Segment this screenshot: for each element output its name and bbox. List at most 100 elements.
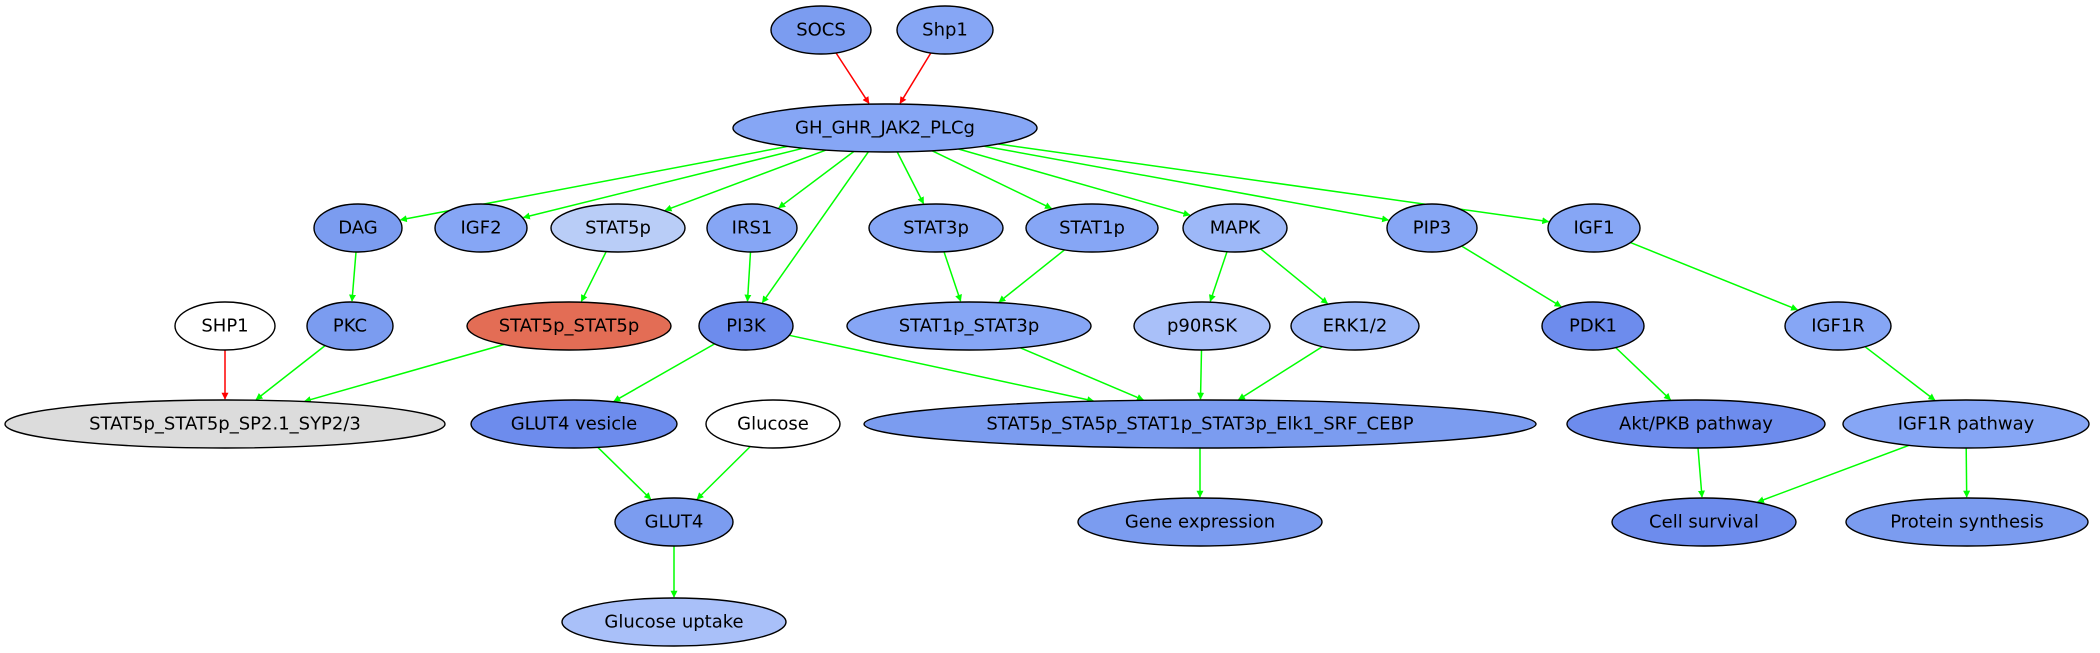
node-label: PI3K bbox=[726, 316, 767, 337]
node-pip3: PIP3 bbox=[1386, 203, 1478, 253]
node-label: Gene expression bbox=[1125, 512, 1275, 533]
node-label: PDK1 bbox=[1569, 316, 1617, 337]
node-cell-survival: Cell survival bbox=[1611, 497, 1797, 547]
node-igf1: IGF1 bbox=[1547, 203, 1641, 253]
node-ellipse bbox=[705, 399, 841, 449]
node-ellipse bbox=[313, 203, 403, 253]
node-label: Cell survival bbox=[1649, 512, 1759, 533]
node-igf1r: IGF1R bbox=[1784, 301, 1892, 351]
node-label: IGF2 bbox=[460, 218, 501, 239]
node-akt: Akt/PKB pathway bbox=[1566, 399, 1826, 449]
edge-pip3-to-pdk1 bbox=[1461, 245, 1562, 308]
node-gh: GH_GHR_JAK2_PLCg bbox=[732, 103, 1038, 153]
node-label: STAT5p_STAT5p_SP2.1_SYP2/3 bbox=[89, 414, 361, 435]
node-shp1: SHP1 bbox=[174, 301, 276, 351]
node-shp1-top: Shp1 bbox=[896, 5, 994, 55]
node-ellipse bbox=[1842, 399, 2090, 449]
edge-akt-to-cell-survival bbox=[1697, 447, 1705, 498]
node-label: Shp1 bbox=[922, 20, 968, 41]
edge-gh-to-mapk bbox=[958, 148, 1191, 217]
node-label: IRS1 bbox=[732, 218, 773, 239]
edge-irs1-to-pi3k bbox=[744, 251, 752, 302]
edge-socs-to-gh bbox=[835, 52, 870, 104]
node-ellipse bbox=[1845, 497, 2089, 547]
node-ellipse bbox=[868, 203, 1004, 253]
node-label: IGF1R bbox=[1811, 316, 1865, 337]
node-erk: ERK1/2 bbox=[1290, 301, 1420, 351]
node-stat5p-sta5p: STAT5p_STA5p_STAT1p_STAT3p_Elk1_SRF_CEBP bbox=[863, 399, 1537, 449]
node-igf2: IGF2 bbox=[434, 203, 528, 253]
node-ellipse bbox=[561, 597, 787, 647]
node-stat5p: STAT5p bbox=[550, 203, 686, 253]
edge-igf1r-to-igf1r-pathway bbox=[1864, 346, 1936, 401]
node-stat1p-stat3p: STAT1p_STAT3p bbox=[846, 301, 1092, 351]
edge-gh-to-stat3p bbox=[896, 151, 925, 205]
node-stat1p: STAT1p bbox=[1025, 203, 1159, 253]
edge-gh-to-stat1p bbox=[931, 150, 1053, 210]
edge-igf1r-pathway-to-cell-survival bbox=[1756, 444, 1910, 504]
edge-pi3k-to-glut4-vesicle bbox=[613, 343, 715, 402]
node-protein-synthesis: Protein synthesis bbox=[1845, 497, 2089, 547]
edge-gh-to-igf2 bbox=[522, 147, 804, 220]
edge-glucose-to-glut4 bbox=[696, 446, 751, 500]
edge-mapk-to-erk bbox=[1260, 248, 1329, 305]
node-ellipse bbox=[732, 103, 1038, 153]
edge-dag-to-pkc bbox=[349, 251, 357, 302]
node-ellipse bbox=[863, 399, 1537, 449]
node-ellipse bbox=[1541, 301, 1645, 351]
edge-stat5p-to-stat5p-stat5p bbox=[580, 251, 607, 302]
node-stat5p-stat5p: STAT5p_STAT5p bbox=[466, 301, 672, 351]
node-ellipse bbox=[1077, 497, 1323, 547]
edge-p90rsk-to-stat5p-sta5p bbox=[1197, 349, 1205, 400]
node-label: SOCS bbox=[796, 20, 846, 41]
node-label: IGF1R pathway bbox=[1898, 414, 2035, 435]
node-ellipse bbox=[846, 301, 1092, 351]
edge-stat1p-to-stat1p-stat3p bbox=[998, 249, 1066, 303]
node-ellipse bbox=[550, 203, 686, 253]
node-label: Glucose uptake bbox=[604, 612, 743, 633]
node-label: DAG bbox=[338, 218, 378, 239]
edge-mapk-to-p90rsk bbox=[1208, 251, 1228, 302]
edge-igf1-to-igf1r bbox=[1630, 241, 1799, 311]
node-label: Protein synthesis bbox=[1890, 512, 2044, 533]
edge-stat3p-to-stat1p-stat3p bbox=[943, 251, 962, 302]
edge-pkc-to-stat5p-sp2 bbox=[255, 345, 326, 401]
node-stat3p: STAT3p bbox=[868, 203, 1004, 253]
node-socs: SOCS bbox=[770, 5, 872, 55]
node-pi3k: PI3K bbox=[698, 301, 794, 351]
node-ellipse bbox=[4, 399, 446, 449]
edge-stat1p-stat3p-to-stat5p-sta5p bbox=[1020, 347, 1144, 401]
node-glucose: Glucose bbox=[705, 399, 841, 449]
edge-gh-to-pip3 bbox=[984, 145, 1390, 223]
node-label: GLUT4 vesicle bbox=[511, 414, 638, 435]
node-label: GH_GHR_JAK2_PLCg bbox=[795, 118, 975, 139]
node-ellipse bbox=[1566, 399, 1826, 449]
edge-shp1-top-to-gh bbox=[899, 52, 932, 104]
node-ellipse bbox=[896, 5, 994, 55]
node-label: GLUT4 bbox=[645, 512, 704, 533]
edge-pi3k-to-stat5p-sta5p bbox=[789, 334, 1095, 404]
edge-gh-to-stat5p bbox=[664, 149, 827, 212]
node-ellipse bbox=[1290, 301, 1420, 351]
node-gene-expression: Gene expression bbox=[1077, 497, 1323, 547]
node-pkc: PKC bbox=[306, 301, 394, 351]
node-ellipse bbox=[434, 203, 528, 253]
edges-layer bbox=[221, 52, 1971, 598]
edge-erk-to-stat5p-sta5p bbox=[1238, 345, 1323, 401]
node-label: Glucose bbox=[737, 414, 809, 435]
node-ellipse bbox=[466, 301, 672, 351]
node-irs1: IRS1 bbox=[706, 203, 798, 253]
node-label: IGF1 bbox=[1573, 218, 1614, 239]
node-ellipse bbox=[174, 301, 276, 351]
edge-igf1r-pathway-to-protein-synthesis bbox=[1963, 447, 1971, 498]
node-ellipse bbox=[698, 301, 794, 351]
node-ellipse bbox=[1386, 203, 1478, 253]
node-dag: DAG bbox=[313, 203, 403, 253]
node-label: STAT1p bbox=[1059, 218, 1125, 239]
node-igf1r-pathway: IGF1R pathway bbox=[1842, 399, 2090, 449]
node-label: ERK1/2 bbox=[1323, 316, 1388, 337]
node-label: PKC bbox=[333, 316, 367, 337]
node-glut4: GLUT4 bbox=[614, 497, 734, 547]
node-label: STAT3p bbox=[903, 218, 969, 239]
